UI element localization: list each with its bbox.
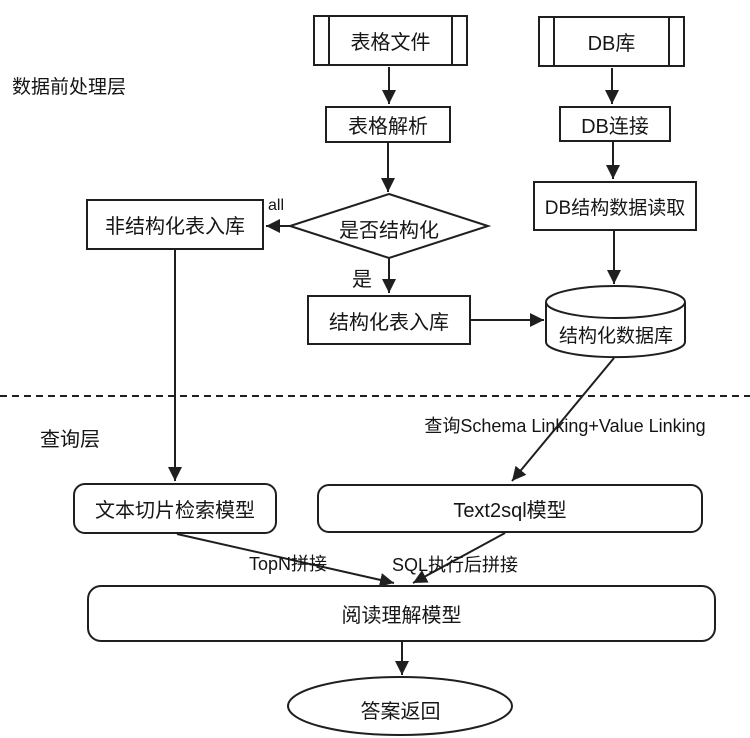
node-label-db-schema-read: DB结构数据读取 [544, 197, 686, 219]
node-label-table-file: 表格文件 [350, 32, 431, 54]
node-label-text-chunk: 文本切片检索模型 [95, 500, 255, 522]
node-unstructured-table-store: 非结构化表入库 [86, 199, 264, 250]
node-label-db-connect: DB连接 [581, 115, 649, 138]
node-label-structured-database: 结构化数据库 [558, 326, 673, 347]
node-text-chunk-retrieval-model: 文本切片检索模型 [73, 483, 277, 534]
node-label-answer-return: 答案返回 [360, 701, 441, 723]
node-structured-table-store: 结构化表入库 [307, 295, 471, 345]
edge-label-topn-concat: TopN拼接 [249, 554, 328, 574]
card-side-bar-left [553, 18, 555, 65]
node-label-is-structured: 是否结构化 [339, 220, 439, 242]
arrow-text2sql-to-reading-model [412, 532, 506, 584]
node-table-file: 表格文件 [313, 15, 468, 66]
node-label-db-store: DB库 [587, 33, 636, 55]
card-side-bar-right [668, 18, 670, 65]
card-side-bar-left [328, 17, 330, 64]
node-reading-comprehension-model: 阅读理解模型 [87, 585, 716, 642]
node-db-schema-read: DB结构数据读取 [533, 181, 697, 231]
node-label-text2sql: Text2sql模型 [453, 500, 567, 522]
node-label-table-parse: 表格解析 [348, 116, 428, 138]
edge-label-schema-linking: 查询Schema Linking+Value Linking [424, 416, 706, 436]
card-side-bar-right [451, 17, 453, 64]
node-label-reading: 阅读理解模型 [341, 605, 462, 627]
arrow-text-chunk-to-reading-model [176, 533, 395, 587]
node-label-structured-store: 结构化表入库 [329, 311, 449, 334]
node-table-parse: 表格解析 [325, 106, 451, 143]
answer-ellipse-shape [287, 676, 513, 736]
edge-label-all: all [268, 197, 285, 214]
arrow-database-to-text2sql [511, 357, 615, 482]
database-cylinder-shape [545, 285, 686, 359]
edge-label-sql-exec-concat: SQL执行后拼接 [392, 555, 519, 575]
section-label-query: 查询层 [40, 429, 100, 451]
node-text2sql-model: Text2sql模型 [317, 484, 703, 533]
node-db-store: DB库 [538, 16, 685, 67]
section-label-preprocessing: 数据前处理层 [12, 77, 127, 98]
node-label-unstructured: 非结构化表入库 [105, 216, 245, 238]
node-db-connect: DB连接 [559, 106, 671, 142]
edge-label-yes: 是 [352, 269, 372, 291]
